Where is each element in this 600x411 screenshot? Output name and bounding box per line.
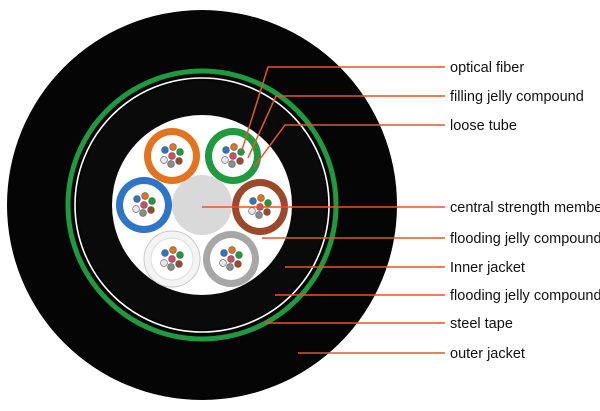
- fiber-strand: [255, 211, 263, 219]
- fiber-strand: [148, 197, 156, 205]
- labels: optical fiber filling jelly compound loo…: [450, 60, 600, 362]
- fiber-strand: [257, 194, 265, 202]
- fiber-strand: [141, 192, 149, 200]
- fiber-strand: [167, 263, 175, 271]
- fiber-strand: [221, 156, 229, 164]
- fiber-strand: [263, 208, 271, 216]
- fiber-strand: [147, 206, 155, 214]
- fiber-strand: [237, 148, 245, 156]
- fiber-strand: [140, 201, 148, 209]
- steel-tape-layer: [65, 68, 339, 342]
- optical-fibers: [132, 143, 272, 271]
- fiber-strand: [160, 259, 168, 267]
- leader-filling-jelly-compound: [247, 95, 445, 159]
- fiber-strand: [226, 263, 234, 271]
- label-optical-fiber: optical fiber: [450, 60, 524, 76]
- fiber-strand: [168, 152, 176, 160]
- fiber-strand: [132, 205, 140, 213]
- leader-lines: [202, 66, 445, 354]
- fiber-strand: [222, 146, 230, 154]
- fiber-strand: [264, 199, 272, 207]
- fiber-strand: [139, 209, 147, 217]
- fiber-strand: [160, 156, 168, 164]
- fiber-strand: [167, 160, 175, 168]
- label-flooding-jelly-compound-outer: flooding jelly compound: [450, 288, 600, 304]
- fiber-strand: [228, 246, 236, 254]
- fiber-strand: [230, 143, 238, 151]
- label-loose-tube: loose tube: [450, 118, 517, 134]
- fiber-strand: [168, 255, 176, 263]
- label-central-strength-member: central strength member: [450, 200, 600, 216]
- fiber-strand: [169, 143, 177, 151]
- fiber-strand: [176, 148, 184, 156]
- label-inner-jacket: Inner jacket: [450, 260, 525, 276]
- fiber-strand: [161, 146, 169, 154]
- fiber-strand: [175, 157, 183, 165]
- label-steel-tape: steel tape: [450, 316, 513, 332]
- fiber-strand: [227, 255, 235, 263]
- cable-cross-section: [7, 10, 397, 400]
- central-strength-member-rod: [172, 175, 232, 235]
- fiber-strand: [249, 197, 257, 205]
- fiber-strand: [235, 251, 243, 259]
- fiber-strand: [220, 249, 228, 257]
- fiber-strand: [229, 152, 237, 160]
- fiber-strand: [234, 260, 242, 268]
- label-outer-jacket: outer jacket: [450, 346, 525, 362]
- label-filling-jelly-compound: filling jelly compound: [450, 89, 584, 105]
- fiber-strand: [228, 160, 236, 168]
- steel-tape-inner-line: [74, 77, 330, 333]
- fiber-strand: [161, 249, 169, 257]
- fiber-strand: [175, 260, 183, 268]
- fiber-strand: [248, 207, 256, 215]
- fiber-strand: [176, 251, 184, 259]
- leader-optical-fiber: [241, 66, 445, 151]
- leader-loose-tube: [253, 124, 445, 168]
- fiber-strand: [133, 195, 141, 203]
- fiber-strand: [169, 246, 177, 254]
- fiber-strand: [219, 259, 227, 267]
- label-flooding-jelly-compound-inner: flooding jelly compound: [450, 231, 600, 247]
- fiber-strand: [236, 157, 244, 165]
